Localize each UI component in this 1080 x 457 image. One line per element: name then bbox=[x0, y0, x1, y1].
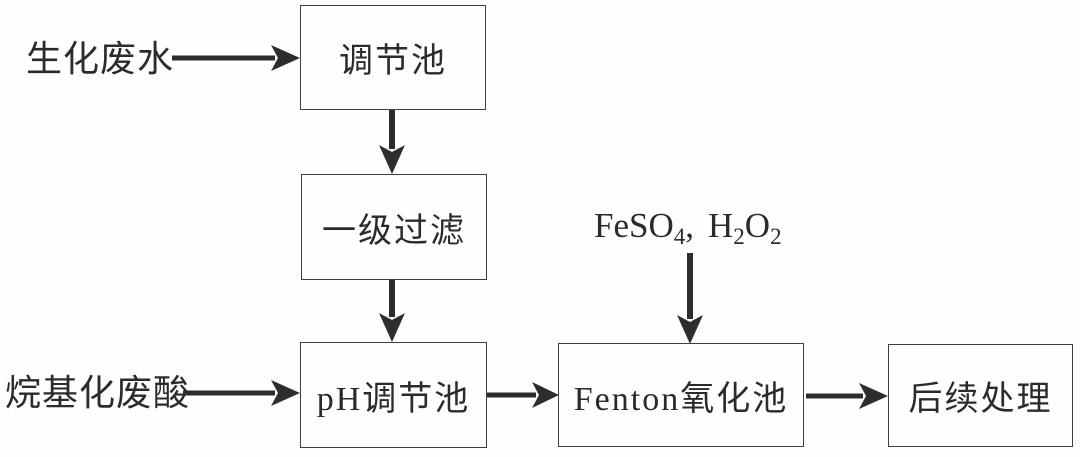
arrow-ph-tank-to-fenton-tank bbox=[485, 382, 559, 408]
node-primary-filter-label: 一级过滤 bbox=[322, 212, 466, 250]
arrow-biochem-to-regulating-tank bbox=[172, 45, 300, 71]
arrow-reagent-to-fenton-tank bbox=[677, 253, 703, 344]
reagent-comma: , bbox=[685, 206, 694, 245]
node-fenton-oxidation-tank-label: Fenton氧化池 bbox=[573, 380, 789, 418]
node-post-treatment: 后续处理 bbox=[888, 344, 1073, 447]
node-primary-filter: 一级过滤 bbox=[301, 174, 487, 280]
node-ph-adjustment-tank: pH调节池 bbox=[300, 342, 487, 448]
label-biochemical-wastewater: 生化废水 bbox=[26, 39, 175, 79]
reagent-subscript-2a: 2 bbox=[733, 224, 745, 249]
node-post-treatment-label: 后续处理 bbox=[908, 381, 1053, 418]
node-regulating-tank: 调节池 bbox=[300, 5, 486, 110]
reagent-formula-h: H bbox=[708, 206, 734, 245]
reagent-subscript-4: 4 bbox=[673, 224, 686, 249]
node-fenton-oxidation-tank: Fenton氧化池 bbox=[558, 343, 804, 447]
node-regulating-tank-label: 调节池 bbox=[339, 43, 447, 80]
reagent-subscript-2b: 2 bbox=[770, 224, 782, 249]
arrow-regulating-tank-to-primary-filter bbox=[379, 110, 405, 174]
label-alkylation-waste-acid: 烷基化废酸 bbox=[5, 373, 191, 413]
node-ph-adjustment-tank-label: pH调节池 bbox=[316, 380, 471, 418]
arrow-acid-to-ph-tank bbox=[183, 380, 300, 406]
label-reagents-feso4-h2o2: FeSO4,H2O2 bbox=[594, 206, 782, 248]
reagent-formula-feso: FeSO bbox=[594, 206, 674, 245]
reagent-formula-o: O bbox=[744, 206, 771, 245]
arrow-primary-filter-to-ph-tank bbox=[379, 280, 405, 342]
arrow-fenton-tank-to-post-treatment bbox=[806, 383, 888, 409]
